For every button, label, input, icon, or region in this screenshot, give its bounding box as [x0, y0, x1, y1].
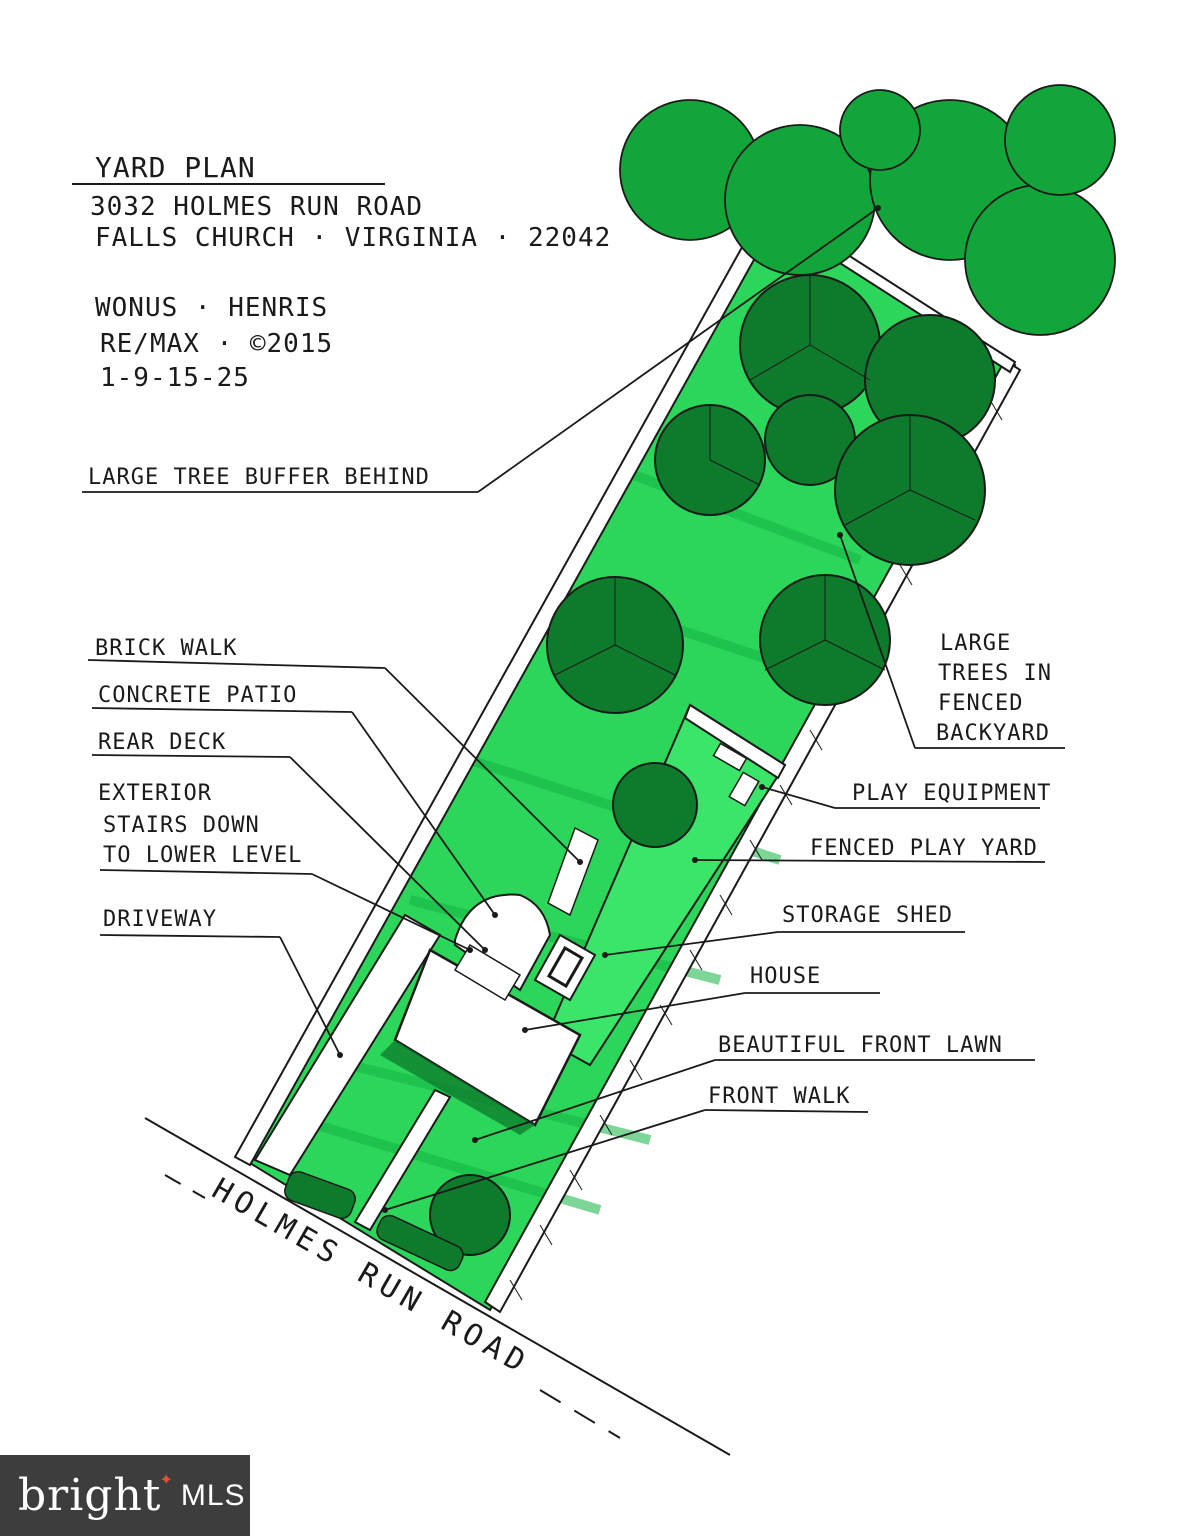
callout-brick-walk: BRICK WALK: [95, 636, 237, 661]
title-heading: YARD PLAN: [95, 151, 256, 184]
backyard-trees: [429, 274, 996, 1256]
watermark-suffix: MLS: [180, 1478, 246, 1512]
callout-house: HOUSE: [750, 964, 821, 989]
address-line-1: 3032 HOLMES RUN ROAD: [90, 192, 423, 222]
callout-stairs-line-3: TO LOWER LEVEL: [103, 843, 302, 868]
callout-large-trees-line-3: FENCED: [938, 691, 1023, 716]
title-block: YARD PLAN 3032 HOLMES RUN ROAD FALLS CHU…: [72, 151, 611, 393]
callout-large-trees-line-4: BACKYARD: [936, 721, 1050, 746]
drawing-code: 1-9-15-25: [100, 363, 250, 393]
callout-concrete-patio: CONCRETE PATIO: [98, 683, 297, 708]
callout-tree-buffer: LARGE TREE BUFFER BEHIND: [88, 465, 430, 490]
watermark-star-icon: ✦: [159, 1470, 173, 1489]
front-hedges: [284, 1171, 464, 1272]
callout-large-trees-line-2: TREES IN: [938, 661, 1052, 686]
tree: [429, 1174, 511, 1256]
callout-large-trees-line-1: LARGE: [940, 631, 1011, 656]
callouts-right: [384, 534, 1065, 1211]
callout-stairs-line-1: EXTERIOR: [98, 781, 212, 806]
callout-rear-deck: REAR DECK: [98, 730, 226, 755]
concrete-patio: [454, 893, 552, 992]
callout-storage-shed: STORAGE SHED: [782, 903, 953, 928]
tree-spokes: [554, 275, 976, 676]
callout-front-lawn: BEAUTIFUL FRONT LAWN: [718, 1033, 1003, 1058]
watermark-brand: bright: [18, 1470, 162, 1521]
storage-shed-roof: [546, 945, 585, 989]
tree: [612, 762, 698, 848]
address-line-2: FALLS CHURCH · VIRGINIA · 22042: [95, 223, 611, 253]
callout-front-walk: FRONT WALK: [708, 1084, 850, 1109]
callout-fenced-play-yard: FENCED PLAY YARD: [810, 836, 1038, 861]
tree-buffer: [619, 84, 1116, 336]
callouts-left: [82, 207, 879, 1056]
front-walk: [353, 1088, 452, 1232]
author: WONUS · HENRIS: [95, 293, 328, 323]
company: RE/MAX · ©2015: [100, 329, 333, 359]
play-yard-gate: [683, 703, 787, 780]
play-equipment: [712, 742, 760, 807]
road: [144, 1117, 731, 1456]
rear-deck: [453, 943, 522, 1002]
brick-walk: [547, 826, 599, 917]
bright-mls-watermark: bright ✦ MLS: [0, 1455, 250, 1536]
callout-play-equipment: PLAY EQUIPMENT: [852, 781, 1051, 806]
callout-driveway: DRIVEWAY: [103, 907, 217, 932]
callout-stairs-line-2: STAIRS DOWN: [103, 813, 260, 838]
house-shadow: [380, 1040, 535, 1135]
right-fence: [483, 358, 1022, 1314]
leader-dots: [337, 205, 881, 1213]
